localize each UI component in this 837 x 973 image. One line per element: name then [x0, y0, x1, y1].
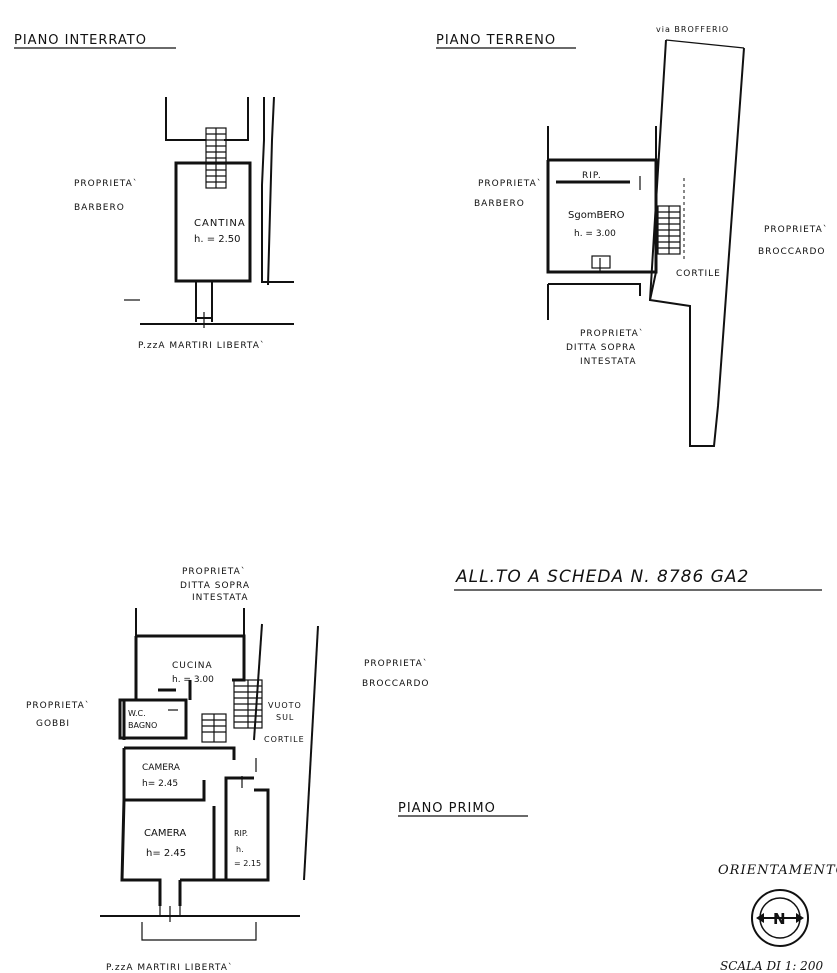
first-floor-kitchen-name: CUCINA [172, 661, 213, 671]
ground-bottom-owner-line1: PROPRIETA` [580, 328, 644, 339]
first-floor-wc-sub: BAGNO [128, 721, 157, 730]
basement-left-owner-line1: PROPRIETA` [74, 178, 138, 189]
basement-title: PIANO INTERRATO [14, 33, 147, 48]
orientation-label: ORIENTAMENTO [718, 863, 837, 878]
ground-left-owner-line1: PROPRIETA` [478, 178, 542, 189]
compass-letter: N [773, 910, 786, 928]
scale-label: SCALA DI 1: 200 [720, 959, 823, 973]
basement-left-owner-line2: BARBERO [74, 203, 125, 213]
first-floor-left-owner-line2: GOBBI [36, 719, 70, 729]
first-floor-void-line3: CORTILE [264, 735, 305, 744]
first-floor-top-owner-line2: DITTA SOPRA [180, 581, 250, 591]
first-floor-void-line2: SUL [276, 713, 294, 722]
ground-stair [657, 205, 681, 255]
compass-icon: N [751, 889, 809, 947]
basement-room-height: h. = 2.50 [194, 234, 241, 245]
first-floor-title: PIANO PRIMO [398, 801, 496, 816]
first-floor-right-owner-line2: BROCCARDO [362, 679, 430, 689]
first-floor-room2-height: h= 2.45 [146, 848, 186, 859]
ground-store-label: RIP. [582, 171, 602, 181]
attachment-reference: ALL.TO A SCHEDA N. 8786 GA2 [454, 567, 822, 591]
ground-right-owner-line2: BROCCARDO [758, 247, 826, 257]
orientation-block: ORIENTAMENTO N SCALA DI 1: 200 [718, 863, 837, 973]
ground-left-owner-line2: BARBERO [474, 199, 525, 209]
ground-room-height: h. = 3.00 [574, 229, 616, 239]
first-floor-left-owner-line1: PROPRIETA` [26, 700, 90, 711]
attachment-text: ALL.TO A SCHEDA N. 8786 GA2 [455, 567, 749, 587]
ground-street-top: via BROFFERIO [656, 25, 729, 34]
ground-bottom-owner-line3: INTESTATA [580, 357, 637, 367]
first-floor-plan: PROPRIETA` DITTA SOPRA INTESTATA PROPRIE… [26, 566, 528, 973]
first-floor-street: P.zzA MARTIRI LIBERTA` [106, 962, 233, 973]
first-floor-void-line1: VUOTO [268, 701, 302, 710]
ground-courtyard-label: CORTILE [676, 269, 721, 279]
ground-right-owner-line1: PROPRIETA` [764, 224, 828, 235]
first-floor-kitchen-height: h. = 3.00 [172, 675, 214, 685]
first-floor-top-owner-line1: PROPRIETA` [182, 566, 246, 577]
first-floor-room2-name: CAMERA [144, 828, 186, 839]
first-floor-room1-name: CAMERA [142, 763, 181, 773]
ground-title: PIANO TERRENO [436, 33, 556, 48]
basement-plan: PIANO INTERRATO CANTINA [14, 33, 294, 351]
first-floor-stair [201, 679, 263, 743]
ground-plan: PIANO TERRENO via BROFFERIO R [436, 25, 828, 447]
ground-bottom-owner-line2: DITTA SOPRA [566, 343, 636, 353]
basement-room-name: CANTINA [194, 218, 246, 229]
first-floor-store-height: = 2.15 [234, 859, 261, 868]
basement-stair [205, 127, 227, 189]
first-floor-wc-name: W.C. [128, 709, 146, 718]
first-floor-room1-height: h= 2.45 [142, 779, 178, 789]
first-floor-right-owner-line1: PROPRIETA` [364, 658, 428, 669]
first-floor-store-name: RIP. [234, 829, 248, 838]
basement-street: P.zzA MARTIRI LIBERTA` [138, 340, 265, 351]
first-floor-top-owner-line3: INTESTATA [192, 593, 249, 603]
first-floor-store-h: h. [236, 845, 244, 854]
ground-room-name: SgomBERO [568, 210, 625, 221]
